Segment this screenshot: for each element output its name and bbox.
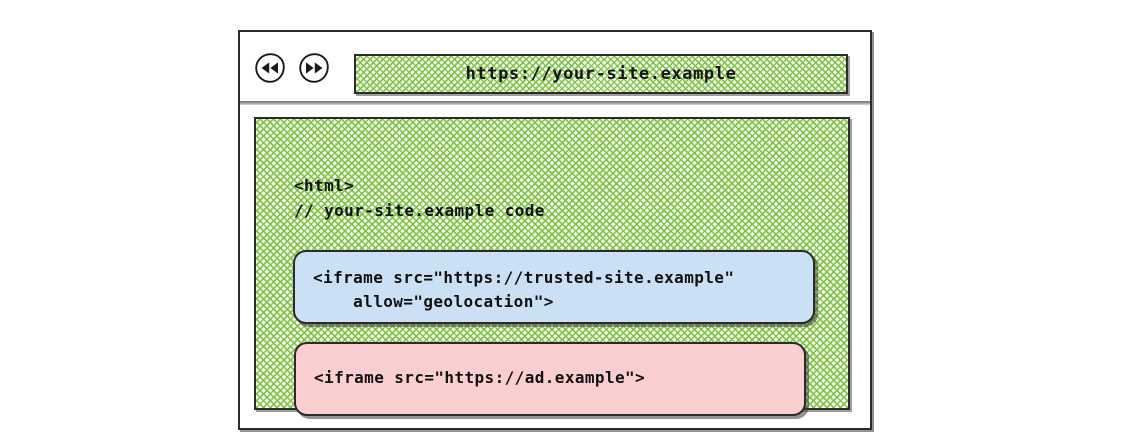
back-button[interactable] (254, 52, 286, 84)
toolbar-separator (240, 101, 870, 105)
trusted-site-iframe-code-line-1: <iframe src="https://trusted-site.exampl… (313, 268, 735, 287)
ad-iframe[interactable]: <iframe src="https://ad.example"> (294, 342, 806, 416)
rewind-icon (254, 52, 286, 84)
browser-toolbar: https://your-site.example (240, 32, 870, 103)
browser-window: https://your-site.example <html> // your… (238, 30, 872, 430)
url-bar[interactable]: https://your-site.example (354, 54, 848, 94)
page-content-area: <html> // your-site.example code <iframe… (254, 117, 850, 416)
forward-button[interactable] (298, 52, 330, 84)
fast-forward-icon (298, 52, 330, 84)
ad-iframe-code-line-1: <iframe src="https://ad.example"> (314, 368, 646, 387)
trusted-site-iframe[interactable]: <iframe src="https://trusted-site.exampl… (293, 250, 815, 324)
page-code-line-comment: // your-site.example code (294, 201, 545, 220)
url-text: https://your-site.example (465, 64, 737, 84)
page-code-line-html: <html> (294, 176, 355, 195)
trusted-site-iframe-code-line-2: allow="geolocation"> (313, 292, 554, 311)
